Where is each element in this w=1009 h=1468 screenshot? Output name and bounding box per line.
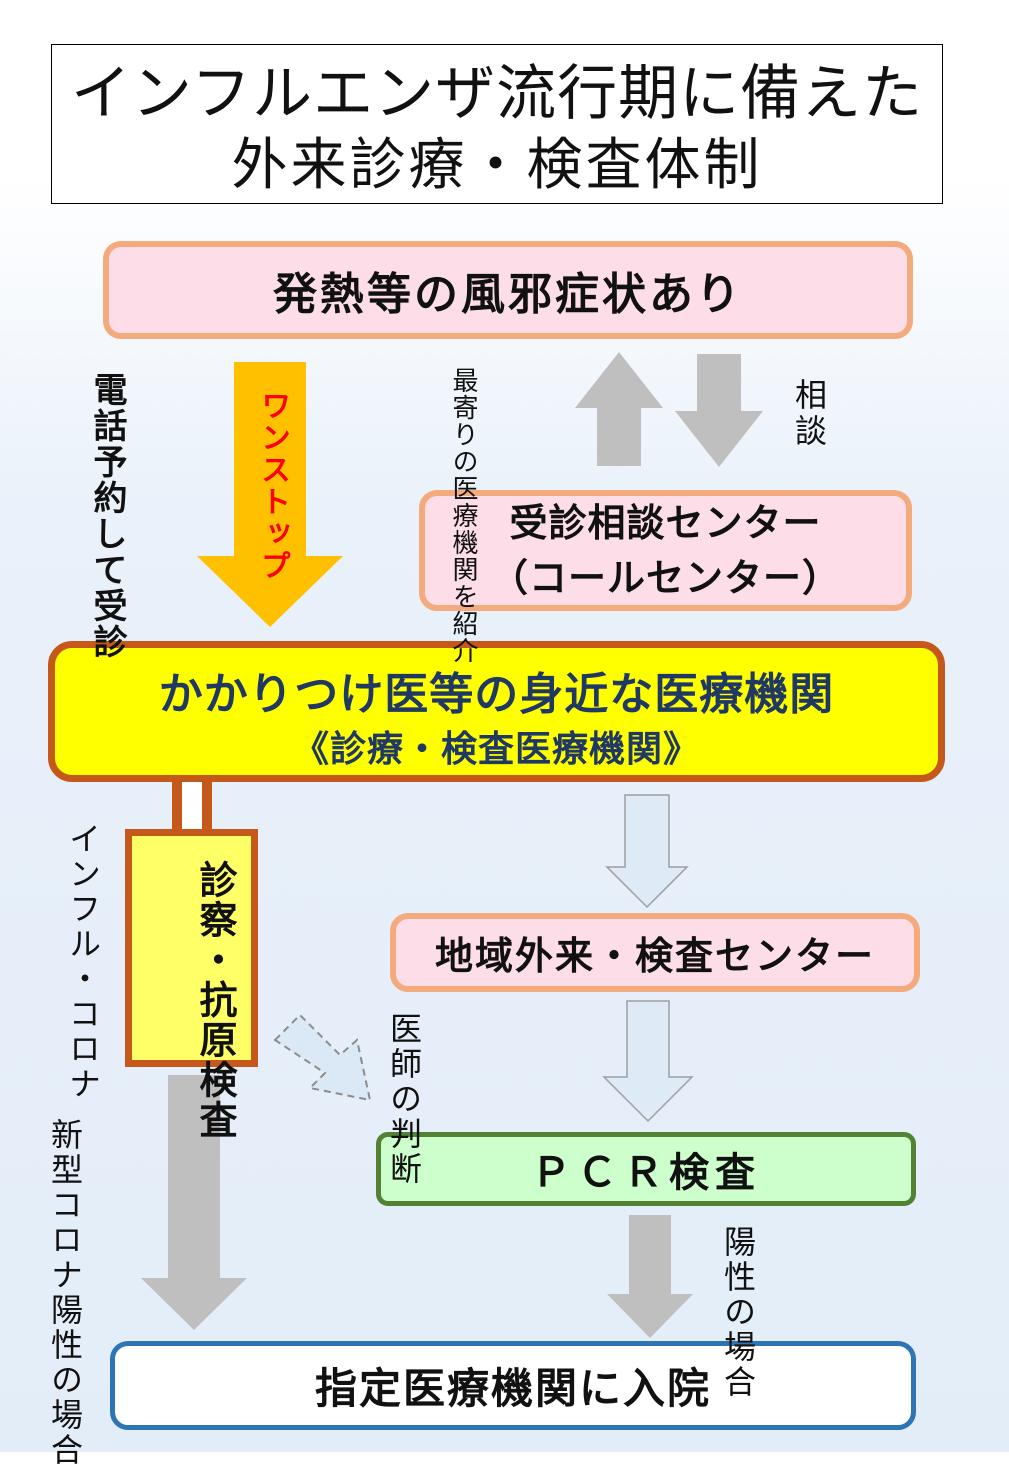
pcr-to-final-arrow <box>607 1215 693 1338</box>
fever-box: 発熱等の風邪症状あり <box>103 241 913 339</box>
positive-col-2: 場合 <box>719 1330 757 1400</box>
one-stop-text: ワンストップ <box>255 390 290 582</box>
call-center-box: 受診相談センター （コールセンター） <box>419 490 912 611</box>
local-to-pcr-arrow <box>602 1000 694 1123</box>
phone-col-1: 電話予約して <box>87 372 127 588</box>
clinic-line-2: 《診療・検査医療機関》 <box>292 729 700 770</box>
title-line-2: 外来診療・検査体制 <box>231 133 763 198</box>
pcr-box: ＰＣＲ検査 <box>376 1132 916 1206</box>
connector-bar-right <box>202 782 212 830</box>
referral-col-2: 医療機関 <box>448 475 478 583</box>
referral-col-1: 最寄りの <box>448 367 478 475</box>
covid-positive-label: 新型コロナ陽性の場合 <box>44 1118 86 1468</box>
clinic-to-local-arrow <box>605 794 689 909</box>
consult-label: 相談 <box>786 378 832 450</box>
clinic-line-1: かかりつけ医等の身近な医療機関 <box>158 669 835 720</box>
covid-col-2: 陽性の場合 <box>46 1293 84 1468</box>
up-arrow <box>575 352 663 466</box>
doctor-judgment-arrow <box>273 1013 372 1102</box>
clinic-box: かかりつけ医等の身近な医療機関 《診療・検査医療機関》 <box>48 641 945 782</box>
exam-box: 診察・抗原検査 <box>125 829 258 1140</box>
covid-col-1: 新型コロナ <box>46 1118 84 1293</box>
exam-text: 診察・抗原検査 <box>191 860 239 1140</box>
phone-col-2: 受診 <box>87 588 127 660</box>
referral-label: 最寄りの医療機関を紹介 <box>446 367 480 664</box>
referral-col-3: を紹介 <box>448 583 478 664</box>
flu-corona-label: インフル・コロナ <box>60 822 106 1102</box>
call-center-line-1: 受診相談センター <box>509 500 822 545</box>
one-stop-arrow <box>197 362 343 627</box>
connector-fill <box>182 782 202 830</box>
pcr-text: ＰＣＲ検査 <box>531 1150 761 1196</box>
doctor-judgment-label: 医師の判断 <box>382 1012 426 1187</box>
final-text: 指定医療機関に入院 <box>314 1364 711 1413</box>
consult-text: 相談 <box>790 378 828 450</box>
down-arrow <box>675 354 763 467</box>
exam-col-1: 診察・ <box>193 860 237 980</box>
doctor-col-1: 医師の <box>385 1012 423 1117</box>
doctor-col-2: 判断 <box>385 1117 423 1187</box>
exam-col-2: 抗原検査 <box>193 980 237 1140</box>
fever-text: 発熱等の風邪症状あり <box>273 269 743 320</box>
positive-col-1: 陽性の <box>719 1225 757 1330</box>
connector-bar-left <box>172 782 182 830</box>
one-stop-label: ワンストップ <box>250 390 294 582</box>
title-box: インフルエンザ流行期に備えた 外来診療・検査体制 <box>51 44 943 204</box>
call-center-line-2: （コールセンター） <box>489 555 841 600</box>
phone-reservation-label: 電話予約して受診 <box>84 372 130 660</box>
exam-to-final-arrow <box>141 1075 247 1330</box>
flu-corona-text: インフル・コロナ <box>64 822 102 1102</box>
local-center-text: 地域外来・検査センター <box>434 934 875 978</box>
final-box: 指定医療機関に入院 <box>110 1341 916 1430</box>
pcr-positive-label: 陽性の場合 <box>716 1225 760 1400</box>
local-center-box: 地域外来・検査センター <box>390 913 920 992</box>
title-line-1: インフルエンザ流行期に備えた <box>70 59 924 129</box>
